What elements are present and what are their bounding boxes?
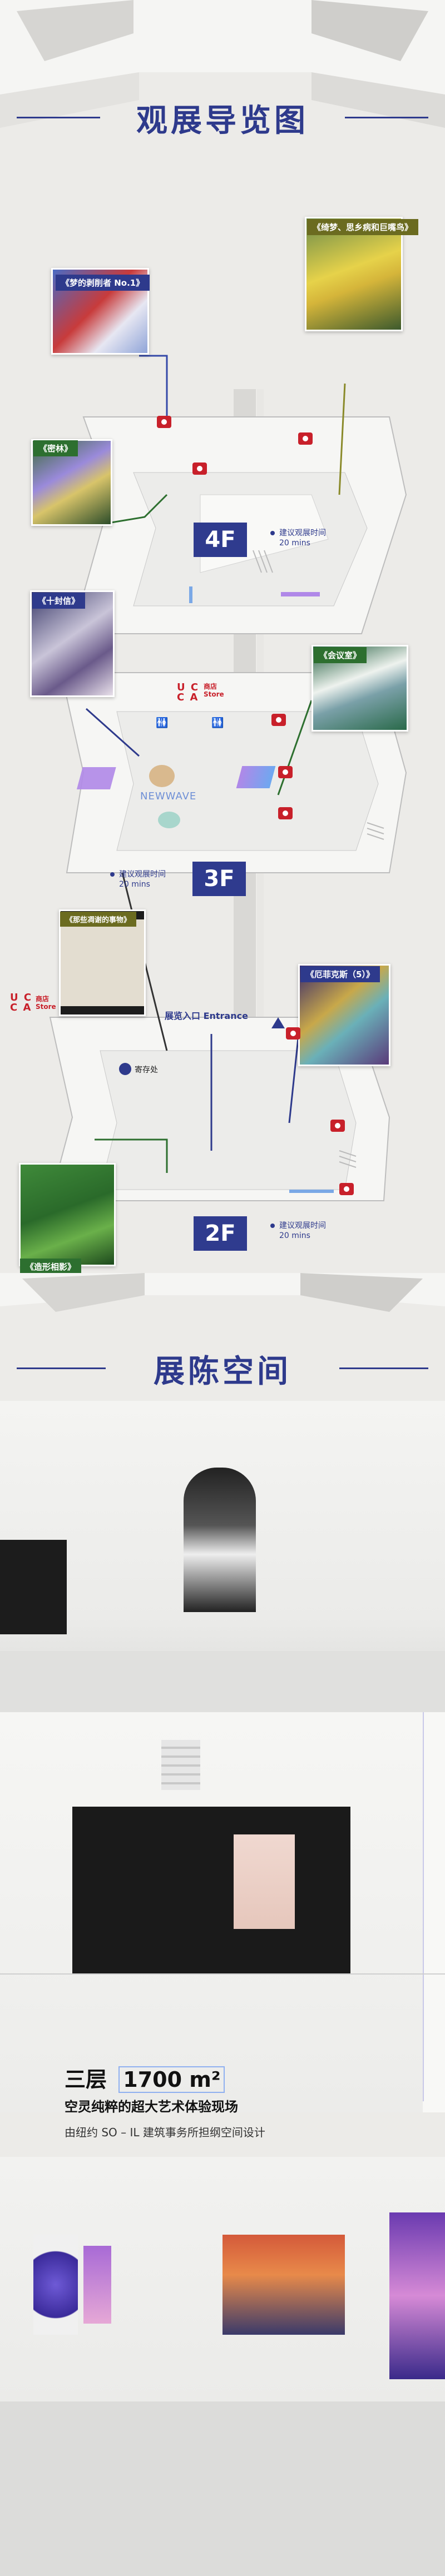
newwave-logo: NEWWAVE (140, 790, 197, 802)
space-description: 由纽约 SO – IL 建筑事务所担纲空间设计 (65, 2126, 265, 2139)
dark-wall (72, 1807, 350, 1973)
label-ten-letters: 《十封信》 (32, 593, 86, 609)
dot-icon (270, 531, 275, 535)
artwork-photo (184, 1468, 256, 1612)
artwork-shape-shadow[interactable] (19, 1163, 116, 1266)
luggage-icon (119, 1063, 131, 1075)
newwave-installation (158, 812, 180, 828)
artwork-withered-things[interactable] (59, 909, 146, 1016)
visit-time-3f: 建议观展时间 20 mins (110, 869, 166, 889)
camera-icon (271, 714, 286, 726)
label-meeting-room: 《会议室》 (314, 647, 367, 663)
artwork-photo (222, 2235, 345, 2335)
label-daydream-toucan: 《绮梦、思乡病和巨嘴鸟》 (307, 219, 419, 235)
label-shape-shadow: 《造形相影》 (20, 1259, 82, 1275)
newwave-installation (149, 765, 175, 787)
camera-icon (339, 1183, 354, 1195)
artwork-photo (33, 2235, 78, 2335)
ceiling-perspective (0, 1273, 445, 1312)
visit-time-4f: 建议观展时间 20 mins (270, 528, 326, 548)
camera-icon (278, 766, 293, 778)
floor-badge-2f: 2F (194, 1216, 247, 1251)
label-dream-exploiter: 《梦的剥削者 No.1》 (56, 275, 150, 291)
label-dense-forest: 《密林》 (33, 440, 78, 456)
camera-icon (330, 1120, 345, 1132)
artwork-photo (234, 1834, 295, 1929)
artwork-photo (0, 1540, 67, 1634)
gallery-photo-2: 三层 1700 m² 空灵纯粹的超大艺术体验现场 (0, 1712, 445, 2115)
label-efix-5: 《厄菲克斯（5）》 (300, 966, 380, 982)
label-withered-things: 《那些凋谢的事物》 (60, 912, 137, 927)
space-subtitle: 空灵纯粹的超大艺术体验现场 (65, 2099, 238, 2115)
guide-header: 观展导览图 (0, 0, 445, 183)
visit-time-2f: 建议观展时间 20 mins (270, 1221, 326, 1241)
accent-frame-line (423, 1712, 424, 2101)
entrance-label: 展览入口 Entrance (165, 1011, 248, 1021)
dot-icon (270, 1224, 275, 1228)
artwork-photo (389, 2212, 445, 2379)
space-header: 展陈空间 (0, 1273, 445, 1401)
artwork-daydream-toucan[interactable] (305, 217, 403, 331)
gallery-photo-3 (0, 2157, 445, 2576)
guide-title: 观展导览图 (136, 103, 309, 139)
floor-badge-4f: 4F (194, 523, 247, 557)
luggage-label: 寄存处 (135, 1066, 158, 1075)
restroom-icon: 🚻 (156, 717, 169, 729)
camera-icon (192, 463, 207, 475)
camera-icon (298, 432, 313, 445)
area-highlight: 1700 m² (118, 2066, 225, 2093)
gradient-installation (236, 766, 276, 788)
dot-icon (110, 872, 115, 877)
ceiling-perspective (0, 0, 445, 128)
restroom-icon: 🚻 (211, 717, 224, 729)
space-title: 展陈空间 (154, 1354, 291, 1390)
camera-icon (278, 807, 293, 819)
space-headline: 三层 1700 m² (65, 2062, 225, 2093)
artwork-photo (161, 1740, 200, 1790)
artwork-photo (83, 2246, 111, 2324)
camera-icon (286, 1027, 300, 1040)
gallery-photo-1 (0, 1401, 445, 1712)
floor-badge-3f: 3F (192, 862, 246, 896)
camera-icon (157, 416, 171, 428)
